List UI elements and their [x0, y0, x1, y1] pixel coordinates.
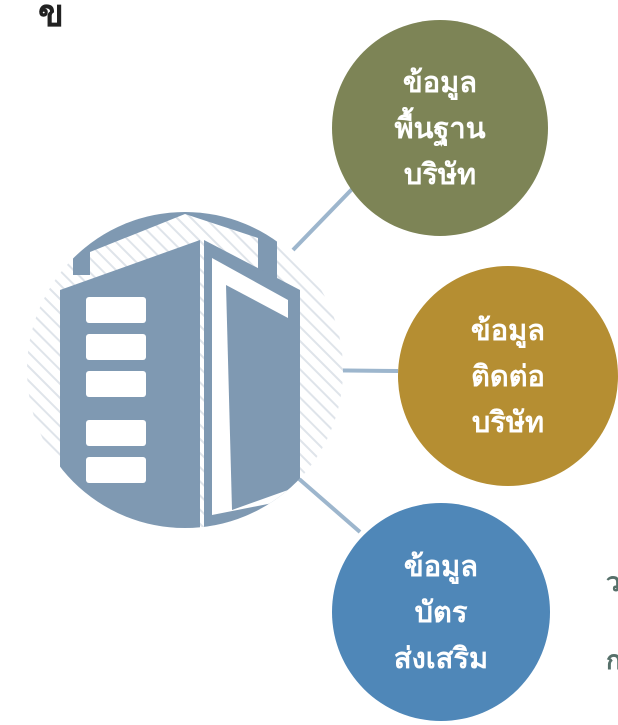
node-label-line: ข้อมูล [402, 65, 478, 99]
node-label-line: บัตร [414, 595, 468, 629]
node-label-line: ข้อมูล [470, 313, 546, 347]
connector-bottom [296, 476, 362, 534]
building-details [86, 258, 288, 515]
window-4 [86, 420, 146, 446]
node-label-line: ติดต่อ [471, 359, 545, 393]
cropped-side-text: ก [606, 646, 618, 676]
node-company-contact-info: ข้อมูล ติดต่อ บริษัท [398, 266, 618, 486]
cropped-heading-text: ข [38, 0, 64, 35]
node-label-line: ส่งเสริม [393, 641, 489, 675]
window-3 [86, 371, 146, 397]
node-label-line: ข้อมูล [403, 549, 479, 583]
node-company-basic-info: ข้อมูล พื้นฐาน บริษัท [332, 20, 548, 236]
window-1 [86, 297, 146, 323]
node-label-line: บริษัท [471, 405, 545, 439]
connector-top [291, 184, 357, 252]
cropped-side-text: ว [606, 568, 618, 598]
node-label-line: บริษัท [403, 157, 477, 191]
window-2 [86, 334, 146, 360]
window-5 [86, 457, 146, 483]
node-promo-card-info: ข้อมูล บัตร ส่งเสริม [332, 503, 550, 721]
node-label-line: พื้นฐาน [394, 111, 486, 145]
